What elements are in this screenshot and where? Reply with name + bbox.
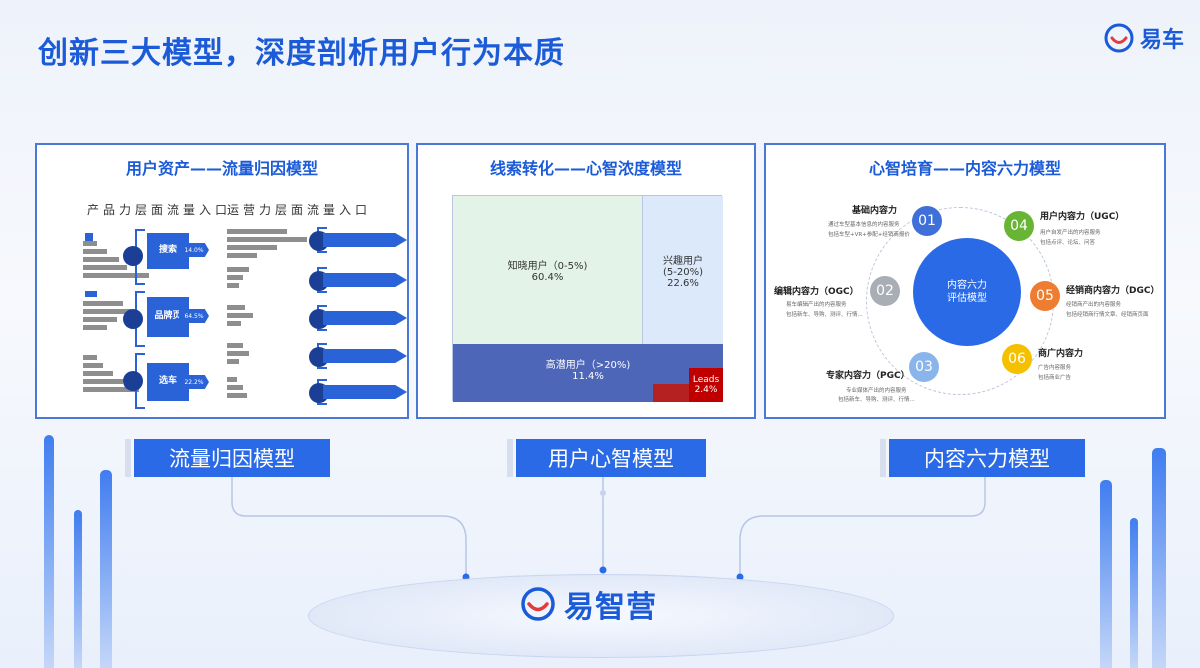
item-02-desc-2: 包括新车、导购、测评、行情... [786,312,863,318]
treemap-cell-aware: 知晓用户（0-5%) 60.4% [453,196,643,344]
item-03-title: 专家内容力（PGC） [826,371,910,381]
decor-pillar [1100,480,1112,668]
page-title: 创新三大模型，深度剖析用户行为本质 [38,36,565,71]
item-04-number: 04 [1004,211,1034,241]
cell-name: 高潜用户（>20%) [545,360,631,371]
left-subheader: 产品力层面流量入口 [87,203,232,217]
cell-value: 60.4% [531,272,564,283]
item-05-title: 经销商内容力（DGC） [1066,286,1160,296]
panel-title: 线索转化——心智浓度模型 [489,159,682,178]
item-01-desc-1: 通过车型基本信息的内容服务 [828,222,900,228]
center-line-2: 评估模型 [947,293,987,304]
item-05-desc-2: 包括经销商行情文章、经销商页面 [1066,312,1149,318]
treemap-cell-interest: 兴趣用户 (5-20%) 22.6% [643,196,723,344]
caption-content-six-forces: 内容六力模型 [880,439,1085,477]
item-06-title: 商广内容力 [1038,349,1084,359]
decor-pillar [74,510,82,668]
brand-logo-top: 易车 [1104,22,1184,54]
brand-name-top: 易车 [1139,28,1184,53]
yiche-logo-icon [1104,23,1134,53]
yizhiying-logo-icon [521,587,555,621]
item-02-desc-1: 易车编辑产出的内容服务 [786,302,847,308]
item-04-desc-2: 包括点评、论坛、问答 [1040,240,1096,246]
item-01-desc-2: 包括车型+VR+参配+经销商报价 [828,232,910,238]
cell-range: (5-20%) [663,266,703,278]
brand-name-bottom: 易智营 [564,590,657,625]
panel-title: 用户资产——流量归因模型 [125,159,318,178]
treemap: 知晓用户（0-5%) 60.4% 兴趣用户 (5-20%) 22.6% 高潜用户… [452,195,723,402]
decor-pillar [100,470,112,668]
funnel-search-pct: 14.0% [179,243,209,257]
panel-traffic-attribution: 用户资产——流量归因模型 产品力层面流量入口 运营力层面流量入口 搜索 14.0… [35,143,409,419]
center-line-1: 内容六力 [947,280,987,291]
item-06-desc-2: 包括商业广告 [1038,375,1072,381]
panel-title: 心智培育——内容六力模型 [868,159,1061,178]
cell-name: 兴趣用户 [663,255,703,267]
item-04-desc-1: 用户自发产出的内容服务 [1040,230,1101,236]
item-03-number: 03 [909,352,939,382]
item-06-desc-1: 广告内容服务 [1038,365,1072,371]
caption-traffic-attribution: 流量归因模型 [125,439,330,477]
item-03-desc-2: 包括新车、导购、测评、行情... [838,397,915,403]
brand-logo-bottom: 易智营 [520,582,657,626]
panel-content-six-forces: 心智培育——内容六力模型 内容六力 评估模型 01 基础内容力 通过车型基本信息… [764,143,1166,419]
item-05-desc-1: 经销商产出的内容服务 [1066,302,1122,308]
cell-value: 11.4% [572,371,604,382]
funnel-car-select-pct: 22.2% [179,375,209,389]
treemap-step [653,384,689,402]
treemap-cell-leads: Leads 2.4% [689,368,723,402]
cell-value: 2.4% [694,385,718,395]
panel-mind-concentration: 线索转化——心智浓度模型 知晓用户（0-5%) 60.4% 兴趣用户 (5-20… [416,143,756,419]
decor-pillar [1152,448,1166,668]
item-05-number: 05 [1030,281,1060,311]
caption-user-mind: 用户心智模型 [507,439,706,477]
decor-pillar [1130,518,1138,668]
item-06-number: 06 [1002,344,1032,374]
cell-name: Leads [692,375,720,385]
item-04-title: 用户内容力（UGC） [1040,212,1125,222]
center-circle: 内容六力 评估模型 [913,238,1021,346]
item-01-number: 01 [912,206,942,236]
item-02-title: 编辑内容力（OGC） [774,287,859,297]
platform-ellipse [308,574,894,658]
decor-pillar [44,435,54,668]
item-02-number: 02 [870,276,900,306]
funnel-brand-page-pct: 64.5% [179,309,209,323]
right-subheader: 运营力层面流量入口 [227,203,372,217]
item-03-desc-1: 专业媒体产出的内容服务 [846,388,907,394]
cell-name: 知晓用户（0-5%) [507,261,588,272]
cell-value: 22.6% [667,277,699,289]
item-01-title: 基础内容力 [852,206,898,216]
